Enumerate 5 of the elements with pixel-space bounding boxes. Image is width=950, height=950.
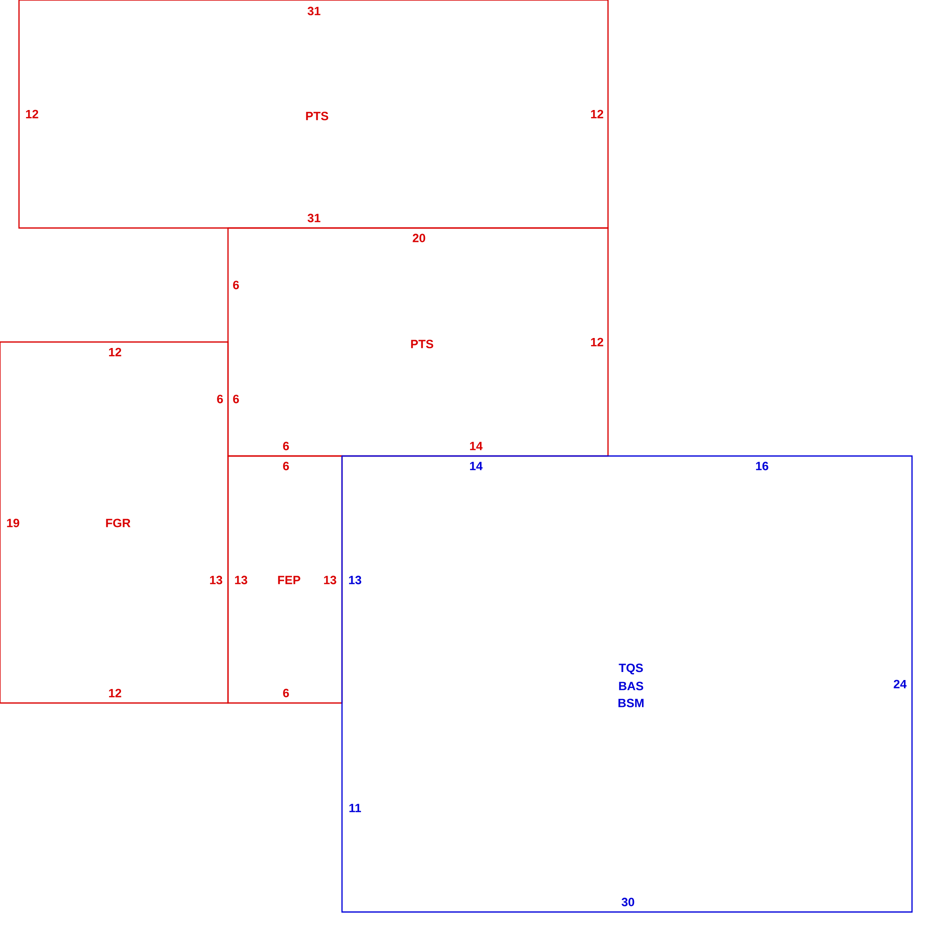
room-box: 14 16 13 TQS BAS 24 BSM 11 30 <box>341 455 913 913</box>
room-box: 20 6 PTS 12 6 6 14 <box>227 227 609 457</box>
room-box: 6 13 FEP 13 6 <box>227 455 343 704</box>
room-box: 12 6 19 FGR 13 12 <box>0 341 229 704</box>
room-box: 31 12 PTS 12 31 <box>18 0 609 229</box>
